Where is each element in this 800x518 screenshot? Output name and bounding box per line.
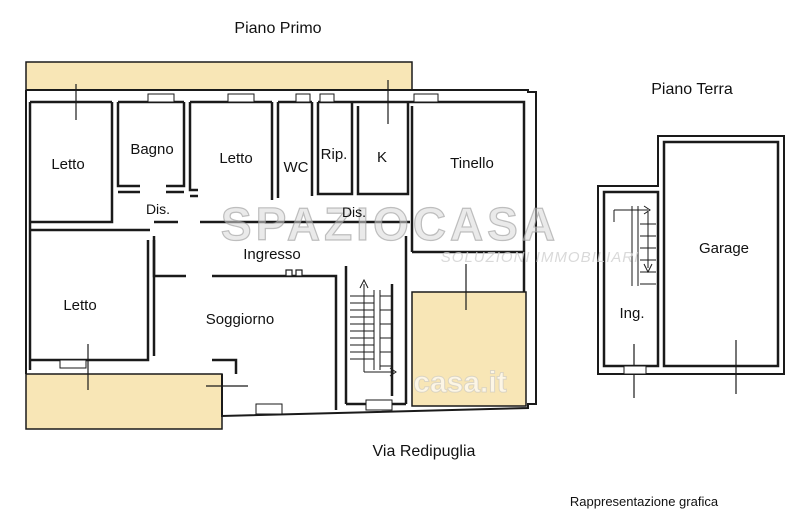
terrace-right	[411, 291, 527, 407]
watermark-brand: SPAZIOCASA	[221, 198, 559, 250]
room-wc: WC	[284, 159, 309, 176]
room-letto-3: Letto	[63, 297, 96, 314]
room-tinello: Tinello	[450, 155, 494, 172]
ground-floor-axis-marks	[633, 340, 737, 398]
window-axis-marks	[75, 80, 467, 390]
room-garage: Garage	[699, 240, 749, 257]
street-label: Via Redipuglia	[373, 443, 476, 460]
room-dis-2: Dis.	[342, 204, 366, 220]
ground-floor-inner-walls	[602, 140, 780, 368]
door-marks	[285, 269, 303, 277]
heading-ground-floor: Piano Terra	[651, 81, 733, 98]
watermark-site: casa.it	[413, 366, 506, 399]
room-letto-2: Letto	[219, 150, 252, 167]
first-floor-walls	[25, 89, 537, 418]
room-bagno: Bagno	[130, 141, 173, 158]
ground-floor-walls	[597, 135, 785, 375]
room-letto-1: Letto	[51, 156, 84, 173]
room-dis-1: Dis.	[146, 201, 170, 217]
terrace-top	[25, 61, 413, 91]
terrace-bottom-left	[25, 373, 223, 430]
first-floor-windows	[59, 93, 439, 415]
room-k: K	[377, 149, 387, 166]
first-floor-stairs	[350, 278, 397, 377]
heading-first-floor: Piano Primo	[234, 20, 321, 37]
room-ing: Ing.	[619, 305, 644, 322]
room-rip: Rip.	[321, 146, 348, 163]
watermark-tagline: SOLUZIONI IMMOBILIARI	[441, 249, 640, 266]
note-label: Rappresentazione grafica	[570, 494, 719, 509]
ground-floor-stairs	[613, 205, 656, 286]
ground-floor-windows	[623, 365, 647, 375]
room-ingresso: Ingresso	[243, 246, 301, 263]
room-soggiorno: Soggiorno	[206, 311, 274, 328]
